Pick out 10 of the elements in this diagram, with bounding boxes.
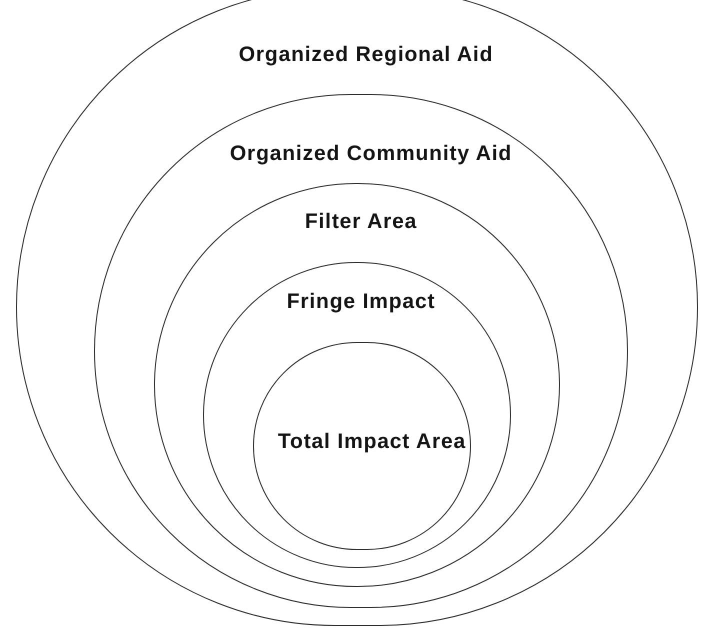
- concentric-ring: [94, 94, 628, 608]
- zone-label: Total Impact Area: [278, 430, 466, 454]
- zone-label: Filter Area: [304, 210, 418, 234]
- zone-label: Fringe Impact: [286, 290, 436, 314]
- concentric-ring: [203, 262, 511, 568]
- zone-label: Organized Regional Aid: [238, 43, 494, 67]
- zone-label: Organized Community Aid: [230, 142, 512, 166]
- concentric-ring: [16, 0, 698, 626]
- concentric-ring: [154, 183, 560, 587]
- concentric-ring: [253, 342, 471, 550]
